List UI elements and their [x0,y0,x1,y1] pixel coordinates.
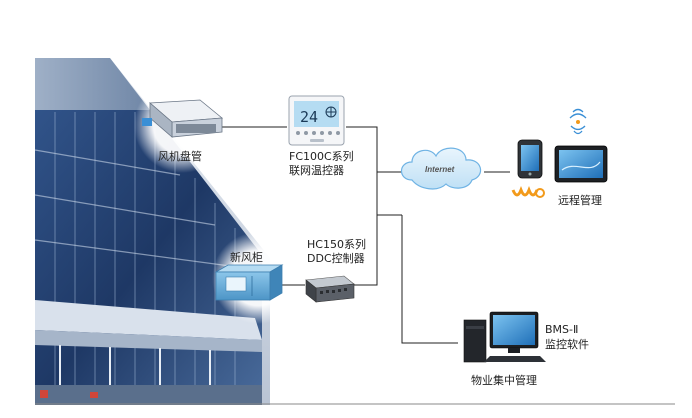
smartphone-icon [517,139,543,179]
desktop-computer-icon [463,311,546,363]
thermostat-display: 24 [300,108,318,126]
cloud-icon [400,147,482,190]
label-remote-management: 远程管理 [558,194,602,207]
label-property-central-management: 物业集中管理 [471,374,537,387]
label-hc150-series: HC150系列 [307,238,366,251]
label-ddc-controller: DDC控制器 [307,252,365,265]
label-internet: Internet [425,165,455,174]
carrier-logo-icon [511,185,545,198]
label-monitoring-software: 监控软件 [545,338,589,351]
thermostat-icon: 24 [288,95,345,146]
label-networked-thermostat: 联网温控器 [289,164,344,177]
line-bus-pc [401,215,458,344]
connection-lines [222,126,510,344]
label-fan-coil: 风机盘管 [158,150,202,163]
wireless-signal-icon [569,108,587,135]
ddc-controller-icon [305,275,355,303]
tablet-icon [554,145,608,183]
label-fresh-air-unit: 新风柜 [230,251,263,264]
air-handling-unit-icon [214,264,284,301]
building-photo [34,58,270,405]
label-bms-ii: BMS-Ⅱ [545,323,579,336]
line-thermostat-ddc [346,126,378,286]
label-fc100c-series: FC100C系列 [289,150,354,163]
fan-coil-unit-icon [142,99,224,138]
